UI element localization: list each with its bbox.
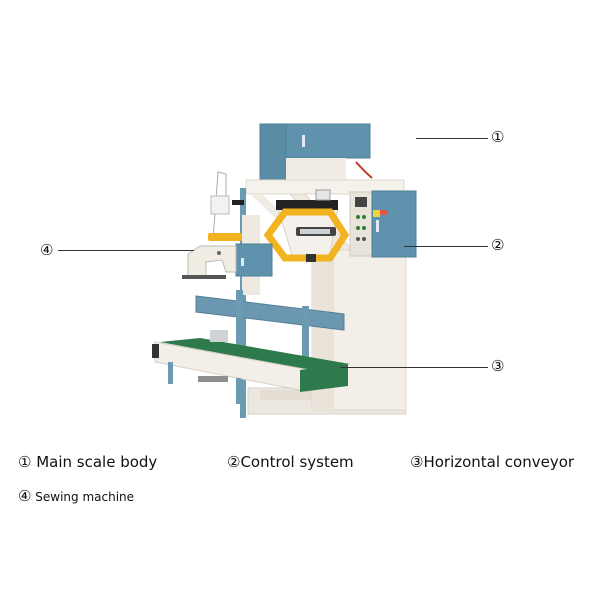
legend-item-horizontal-conveyor: ③Horizontal conveyor (410, 453, 574, 471)
legend-item-main-scale-body: ① Main scale body (18, 453, 157, 471)
horizontal-conveyor (152, 330, 350, 404)
legend-label-3: Horizontal conveyor (423, 453, 575, 471)
callout-line-2 (404, 246, 488, 247)
legend-label-1: Main scale body (31, 453, 158, 471)
legend-item-sewing-machine: ④ Sewing machine (18, 487, 134, 505)
control-system (349, 190, 417, 258)
callout-marker-3: ③ (491, 357, 505, 375)
callout-marker-2: ② (491, 236, 505, 254)
callout-line-4 (58, 250, 194, 251)
callout-marker-1: ① (491, 128, 505, 146)
legend-item-control-system: ②Control system (227, 453, 354, 471)
callout-line-1 (416, 138, 488, 139)
legend-label-2: Control system (240, 453, 354, 471)
legend-marker-4: ④ (18, 487, 32, 505)
callout-line-3 (340, 367, 488, 368)
legend-marker-3: ③ (410, 453, 424, 471)
legend-marker-1: ① (18, 453, 32, 471)
callout-marker-4: ④ (40, 241, 54, 259)
legend-marker-2: ② (227, 453, 241, 471)
legend-label-4: Sewing machine (31, 490, 135, 504)
